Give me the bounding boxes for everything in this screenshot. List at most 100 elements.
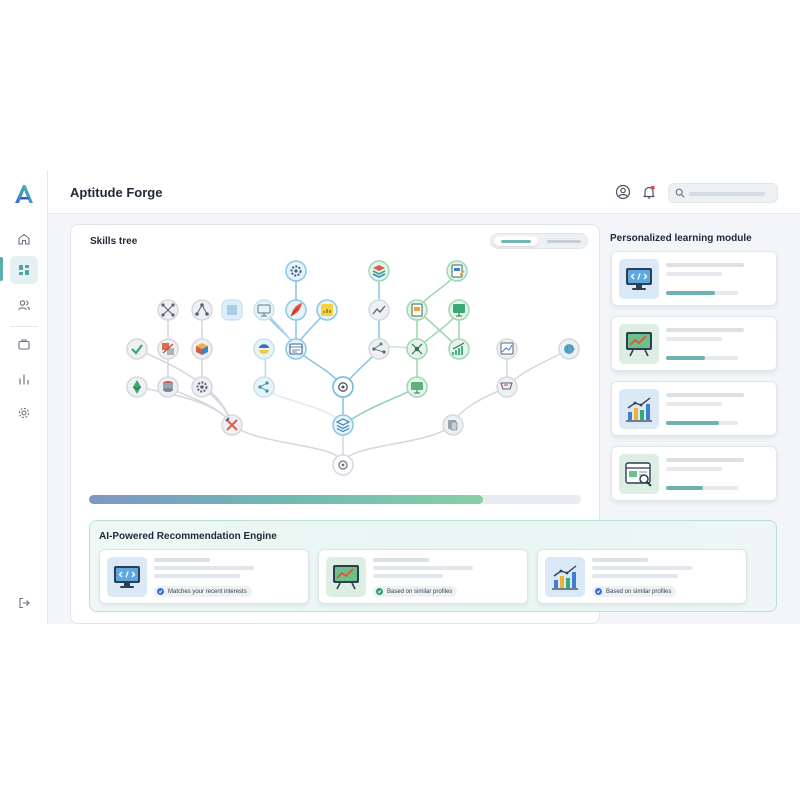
sidebar-divider: [10, 326, 38, 327]
recommendation-line-placeholder: [154, 574, 240, 578]
skill-node-code-sheet[interactable]: [406, 299, 428, 321]
recommendation-reason: Based on similar profiles: [387, 588, 453, 595]
sidebar-item-dashboard[interactable]: [10, 256, 38, 284]
skill-node-stack[interactable]: [368, 260, 390, 282]
recommendation-reason: Matches your recent interests: [168, 588, 247, 595]
bar-chart-icon: [19, 374, 29, 385]
skill-node-document-edit[interactable]: [446, 260, 468, 282]
recommendation-card[interactable]: Matches your recent interests: [99, 549, 309, 604]
recommendation-line-placeholder: [592, 566, 692, 570]
skill-node-gear[interactable]: [191, 376, 213, 398]
skill-node-growth-chart[interactable]: [448, 338, 470, 360]
search-box[interactable]: [668, 183, 778, 203]
learning-module-card[interactable]: [611, 446, 777, 501]
skill-node-target[interactable]: [332, 376, 354, 398]
recommendation-title-placeholder: [592, 558, 648, 562]
skill-node-cube[interactable]: [191, 338, 213, 360]
module-thumbnail: [619, 389, 659, 429]
dashboard-icon: [19, 265, 29, 275]
chart-monitor-icon: [626, 332, 652, 357]
users-icon: [18, 300, 30, 311]
view-toggle-option-1[interactable]: [494, 236, 538, 246]
skills-tree-graph: [126, 260, 580, 476]
skills-progress-bar: [89, 495, 581, 504]
page-title: Aptitude Forge: [70, 185, 163, 200]
skill-node-presentation[interactable]: [406, 376, 428, 398]
skill-node-globe[interactable]: [558, 338, 580, 360]
skill-node-trend[interactable]: [368, 299, 390, 321]
chart-monitor-icon: [333, 565, 359, 590]
module-title-placeholder: [666, 393, 744, 397]
skill-node-build[interactable]: [442, 414, 464, 436]
sidebar-item-home[interactable]: [10, 225, 38, 253]
web-search-icon: [625, 462, 652, 487]
recommendation-card[interactable]: Based on similar profiles: [537, 549, 747, 604]
skill-node-root[interactable]: [332, 454, 354, 476]
skill-node-layers[interactable]: [332, 414, 354, 436]
module-progress-fill: [666, 356, 705, 360]
skill-node-connect[interactable]: [157, 299, 179, 321]
skill-node-dashboard-screen[interactable]: [448, 299, 470, 321]
skill-node-hub[interactable]: [406, 338, 428, 360]
sidebar-active-indicator: [0, 257, 3, 281]
recommendation-thumbnail: [326, 557, 366, 597]
skill-node-network[interactable]: [368, 338, 390, 360]
module-progress-bar: [666, 421, 738, 425]
view-toggle-option-2[interactable]: [543, 236, 585, 246]
user-circle-icon: [615, 184, 631, 200]
module-progress-fill: [666, 291, 715, 295]
recommendation-engine-title: AI-Powered Recommendation Engine: [99, 531, 277, 542]
module-subtitle-placeholder: [666, 402, 722, 406]
sidebar-item-settings[interactable]: [10, 399, 38, 427]
module-progress-fill: [666, 421, 720, 425]
module-thumbnail: [619, 324, 659, 364]
sidebar-item-logout[interactable]: [10, 589, 38, 617]
module-progress-bar: [666, 291, 738, 295]
skill-node-database[interactable]: [157, 376, 179, 398]
learning-module-title: Personalized learning module: [610, 233, 752, 244]
profile-button[interactable]: [614, 183, 632, 201]
learning-module-card[interactable]: [611, 381, 777, 436]
app-window: Aptitude Forge Skills tree: [0, 170, 800, 624]
view-toggle[interactable]: [490, 233, 588, 249]
skill-node-flow[interactable]: [191, 299, 213, 321]
recommendation-title-placeholder: [373, 558, 429, 562]
skills-tree-title: Skills tree: [90, 236, 138, 247]
learning-module-card[interactable]: [611, 316, 777, 371]
module-subtitle-placeholder: [666, 337, 722, 341]
skill-node-browser[interactable]: [285, 338, 307, 360]
skill-node-tools[interactable]: [221, 414, 243, 436]
recommendation-line-placeholder: [154, 566, 254, 570]
sidebar-item-analytics[interactable]: [10, 365, 38, 393]
bell-icon: [643, 185, 655, 199]
recommendation-engine-panel: AI-Powered Recommendation Engine Matches…: [89, 520, 777, 612]
skill-node-transform[interactable]: [157, 338, 179, 360]
skill-node-monitor[interactable]: [253, 299, 275, 321]
logo-icon: [15, 185, 33, 203]
recommendation-line-placeholder: [373, 574, 443, 578]
recommendation-thumbnail: [107, 557, 147, 597]
skill-node-share[interactable]: [253, 376, 275, 398]
module-title-placeholder: [666, 328, 744, 332]
recommendation-card[interactable]: Based on similar profiles: [318, 549, 528, 604]
search-input[interactable]: [689, 188, 769, 198]
search-icon: [675, 188, 685, 198]
notifications-button[interactable]: [640, 183, 658, 201]
skill-node-checkmark[interactable]: [126, 338, 148, 360]
sidebar: [0, 170, 48, 624]
skill-node-image[interactable]: [221, 299, 243, 321]
skill-node-python[interactable]: [253, 338, 275, 360]
skill-node-cart[interactable]: [496, 376, 518, 398]
skill-node-feather[interactable]: [285, 299, 307, 321]
skill-node-sticky-note[interactable]: [316, 299, 338, 321]
skill-node-analytics[interactable]: [496, 338, 518, 360]
skill-node-settings[interactable]: [285, 260, 307, 282]
recommendation-line-placeholder: [373, 566, 473, 570]
learning-module-card[interactable]: [611, 251, 777, 306]
sidebar-item-users[interactable]: [10, 291, 38, 319]
sidebar-item-briefcase[interactable]: [10, 330, 38, 358]
skill-node-ethereum[interactable]: [126, 376, 148, 398]
module-progress-fill: [666, 486, 704, 490]
logout-icon: [19, 597, 30, 609]
skills-progress-fill: [89, 495, 483, 504]
